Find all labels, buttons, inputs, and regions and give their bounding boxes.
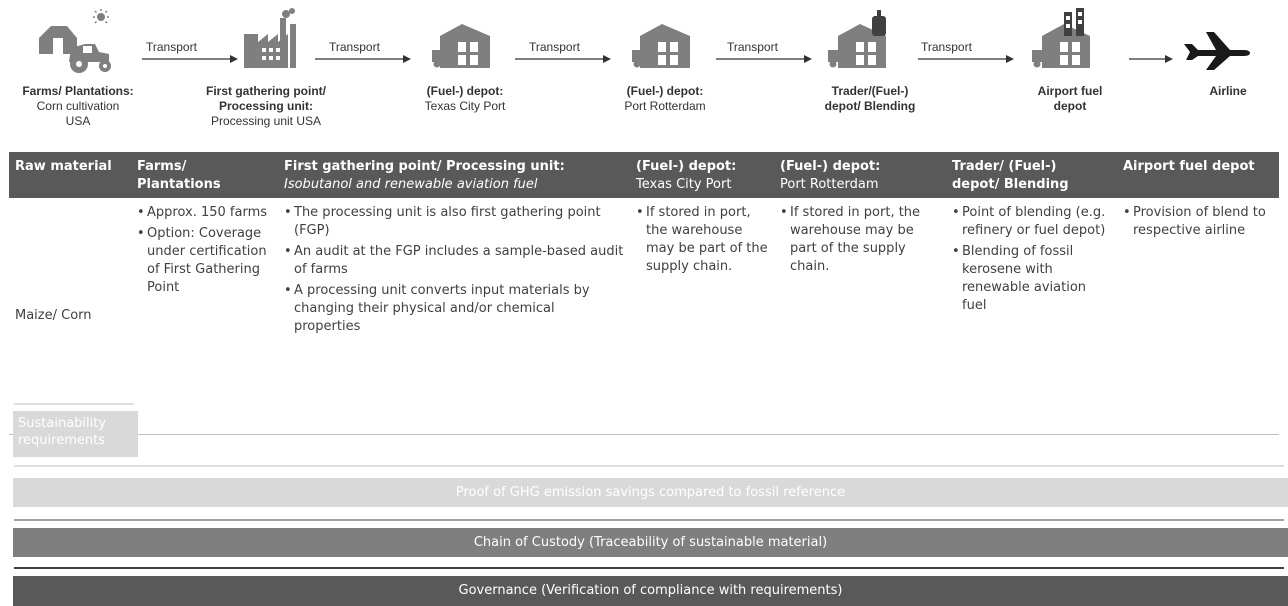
transport-label: Transport [727,40,778,54]
stage-depot-texas: (Fuel-) depot: Texas City Port [424,84,506,113]
list-item: Option: Coverage under certification of … [137,225,272,297]
stage-first-gathering-point: First gathering point/ Processing unit: … [206,84,326,128]
stage-airport-fuel-depot: Airport fuel depot [1037,84,1103,113]
stage-airline: Airline [1209,84,1247,98]
stage-trader-blending: Trader/(Fuel-) depot/ Blending [824,84,916,113]
transport-label: Transport [146,40,197,54]
col-raw-material: Raw material [9,152,131,198]
list-item: If stored in port, the warehouse may be … [780,204,940,276]
first-gathering-point-cell: The processing unit is also first gather… [278,198,630,435]
table-row: Maize/ Corn Approx. 150 farms Option: Co… [9,198,1279,435]
depot-truck-icon [430,24,490,68]
col-depot-rotterdam: (Fuel-) depot:Port Rotterdam [774,152,946,198]
list-item: Point of blending (e.g. refinery or fuel… [952,204,1111,240]
farms-cell: Approx. 150 farms Option: Coverage under… [131,198,278,435]
list-item: The processing unit is also first gather… [284,204,624,240]
list-item: A processing unit converts input materia… [284,282,624,336]
stage-depot-rotterdam: (Fuel-) depot: Port Rotterdam [624,84,706,113]
chain-of-custody-bar: Chain of Custody (Traceability of sustai… [13,528,1288,557]
col-depot-texas: (Fuel-) depot:Texas City Port [630,152,774,198]
depot-truck-icon [632,24,690,68]
col-farms: Farms/Plantations [131,152,278,198]
depot-blending-icon [828,10,886,68]
farm-tractor-icon [39,9,111,73]
transport-label: Transport [529,40,580,54]
governance-bar: Governance (Verification of compliance w… [13,576,1288,606]
airplane-icon [1184,32,1250,70]
ghg-savings-bar: Proof of GHG emission savings compared t… [13,478,1288,507]
supply-chain-table: Raw material Farms/Plantations First gat… [9,152,1279,435]
col-trader-blending: Trader/ (Fuel-)depot/ Blending [946,152,1117,198]
transport-label: Transport [329,40,380,54]
airport-depot-icon [1032,8,1090,68]
stage-farms: Farms/ Plantations: Corn cultivation USA [22,84,134,128]
table-header-row: Raw material Farms/Plantations First gat… [9,152,1279,198]
airport-fuel-depot-cell: Provision of blend to respective airline [1117,198,1279,435]
list-item: If stored in port, the warehouse may be … [636,204,768,276]
scope-arrows [14,403,1284,569]
list-item: Provision of blend to respective airline [1123,204,1273,240]
flow-arrows [142,55,1173,63]
list-item: An audit at the FGP includes a sample-ba… [284,243,624,279]
factory-icon [244,8,296,68]
transport-label: Transport [921,40,972,54]
list-item: Approx. 150 farms [137,204,272,222]
list-item: Blending of fossil kerosene with renewab… [952,243,1111,315]
raw-material-cell: Maize/ Corn [9,198,131,435]
col-airport-fuel-depot: Airport fuel depot [1117,152,1279,198]
depot-texas-cell: If stored in port, the warehouse may be … [630,198,774,435]
trader-blending-cell: Point of blending (e.g. refinery or fuel… [946,198,1117,435]
depot-rotterdam-cell: If stored in port, the warehouse may be … [774,198,946,435]
col-first-gathering-point: First gathering point/ Processing unit:I… [278,152,630,198]
sustainability-requirements-bar: Sustainability requirements [13,411,138,457]
